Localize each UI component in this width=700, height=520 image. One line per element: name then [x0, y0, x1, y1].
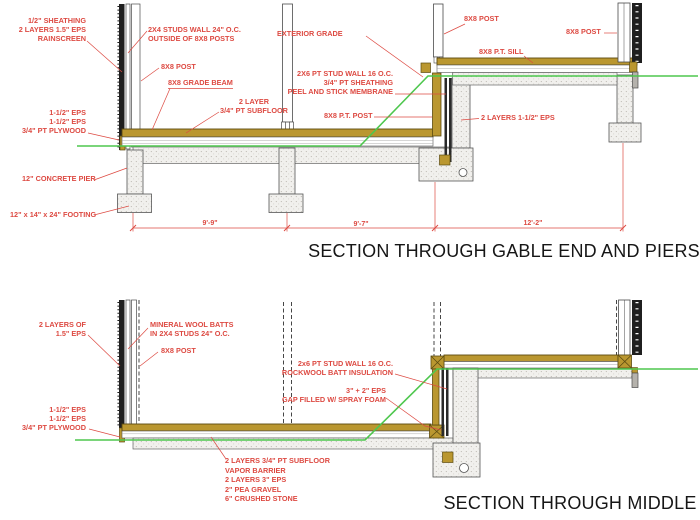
label-line: 1-1/2" EPS: [49, 117, 86, 126]
sill-blocking-x: [430, 355, 445, 370]
piers-and-footings: [117, 74, 642, 213]
label-line: ROCKWOOL BATT INSULATION: [281, 368, 393, 377]
label-line: 2X4 STUDS WALL 24" O.C.: [148, 25, 241, 34]
step-foundation: [418, 72, 474, 182]
label-post-left: 8X8 POST: [161, 62, 196, 71]
hidden-posts-dashed: [283, 300, 617, 424]
label-floor-assembly: 2 LAYERS 3/4" PT SUBFLOOR VAPOR BARRIER …: [225, 456, 330, 504]
label-line: 1-1/2" EPS: [49, 414, 86, 423]
label-eps-layers: 2 LAYERS OF 1.5" EPS: [39, 320, 86, 338]
label-line: 1/2" SHEATHING: [27, 16, 86, 25]
label-mineral-wool: MINERAL WOOL BATTS IN 2X4 STUDS 24" O.C.: [150, 320, 234, 338]
anchor-bolt-circle: [459, 463, 469, 473]
label-eps-plywood: 1-1/2" EPS 1-1/2" EPS 3/4" PT PLYWOOD: [22, 108, 86, 135]
lower-floor-assembly: [121, 423, 454, 450]
label-line: 2 LAYERS OF: [38, 320, 86, 329]
label-subfloor: 2 LAYER 3/4" PT SUBFLOOR: [220, 97, 288, 115]
label-line: OUTSIDE OF 8X8 POSTS: [148, 34, 235, 43]
label-pt-stud-wall: 2X6 PT STUD WALL 16 O.C. 3/4" PT SHEATHI…: [288, 69, 393, 96]
label-pt-post: 8X8 P.T. POST: [324, 111, 373, 120]
dimension-span1: 9'-9": [202, 220, 218, 227]
bottom-section-drawing: [75, 299, 698, 478]
label-line: GAP FILLED W/ SPRAY FOAM: [281, 395, 386, 404]
label-line: 2X6 PT STUD WALL 16 O.C.: [297, 69, 393, 78]
label-line: VAPOR BARRIER: [225, 465, 286, 475]
right-wall: [618, 299, 642, 356]
right-exterior-wall: [617, 2, 642, 89]
upper-floor-assembly: [430, 354, 639, 388]
top-section-drawing: [77, 2, 698, 232]
label-line: 3/4" PT SHEATHING: [323, 78, 393, 87]
label-post-upper-mid: 8X8 POST: [464, 14, 499, 23]
label-line: 2 LAYERS 3/4" PT SUBFLOOR: [225, 456, 330, 465]
label-pt-stud-wall-bottom: 2x6 PT STUD WALL 16 O.C. ROCKWOOL BATT I…: [282, 359, 393, 377]
dimension-span2: 9'-7": [353, 221, 369, 228]
top-section-title: SECTION THROUGH GABLE END AND PIERS: [308, 241, 700, 261]
label-studs-wall: 2X4 STUDS WALL 24" O.C. OUTSIDE OF 8X8 P…: [148, 25, 241, 43]
bottom-section-title: SECTION THROUGH MIDDLE: [443, 493, 697, 513]
label-line: RAINSCREEN: [37, 34, 86, 43]
label-line: 3/4" PT SUBFLOOR: [220, 105, 288, 115]
grade-line-top: [77, 75, 698, 147]
label-sheathing-stack: 1/2" SHEATHING 2 LAYERS 1.5" EPS RAINSCR…: [19, 16, 86, 43]
label-line: 2 LAYERS 3" EPS: [225, 475, 287, 484]
label-footing: 12" x 14" x 24" FOOTING: [10, 210, 97, 219]
step-foundation: [432, 367, 481, 478]
anchor-bolt-circle: [458, 168, 468, 177]
leader-lines-bottom: [87, 327, 448, 460]
gable-end-wall: [117, 3, 141, 151]
sill-blocking-x: [617, 354, 632, 369]
label-line: 6" CRUSHED STONE: [225, 494, 298, 503]
label-pt-sill: 8X8 P.T. SILL: [479, 47, 524, 56]
dimension-span3: 12'-2": [523, 220, 543, 227]
upper-floor-assembly: [420, 57, 638, 86]
label-line: 2x6 PT STUD WALL 16 O.C.: [297, 359, 393, 368]
label-eps-plywood-bottom: 1-1/2" EPS 1-1/2" EPS 3/4" PT PLYWOOD: [22, 405, 86, 432]
label-line: 1.5" EPS: [55, 329, 86, 338]
label-line: 1-1/2" EPS: [49, 405, 86, 414]
label-post-bottom: 8X8 POST: [161, 346, 196, 355]
label-line: 2 LAYER: [238, 97, 270, 106]
label-grade-beam: 8X8 GRADE BEAM: [168, 78, 233, 87]
step-post: [433, 3, 444, 64]
label-line: 3/4" PT PLYWOOD: [21, 423, 86, 432]
dimension-lines: [129, 143, 627, 232]
label-line: 2" PEA GRAVEL: [225, 484, 282, 494]
grade-line-bottom: [75, 368, 698, 441]
label-line: 3" + 2" EPS: [346, 386, 386, 395]
label-concrete-pier: 12" CONCRETE PIER: [22, 174, 96, 183]
label-line: 3/4" PT PLYWOOD: [21, 126, 86, 135]
left-wall: [117, 299, 140, 443]
label-exterior-grade: EXTERIOR GRADE: [277, 29, 343, 38]
label-eps-foundation: 2 LAYERS 1-1/2" EPS: [481, 113, 555, 122]
leader-lines-top: [86, 23, 617, 216]
label-eps-gap: 3" + 2" EPS GAP FILLED W/ SPRAY FOAM: [282, 386, 386, 404]
label-line: PEEL AND STICK MEMBRANE: [287, 87, 393, 96]
label-post-upper-right: 8X8 POST: [566, 27, 601, 36]
label-line: 1-1/2" EPS: [49, 108, 86, 117]
label-line: IN 2X4 STUDS 24" O.C.: [150, 329, 230, 338]
label-line: MINERAL WOOL BATTS: [150, 320, 234, 329]
label-line: 2 LAYERS 1.5" EPS: [18, 25, 86, 34]
